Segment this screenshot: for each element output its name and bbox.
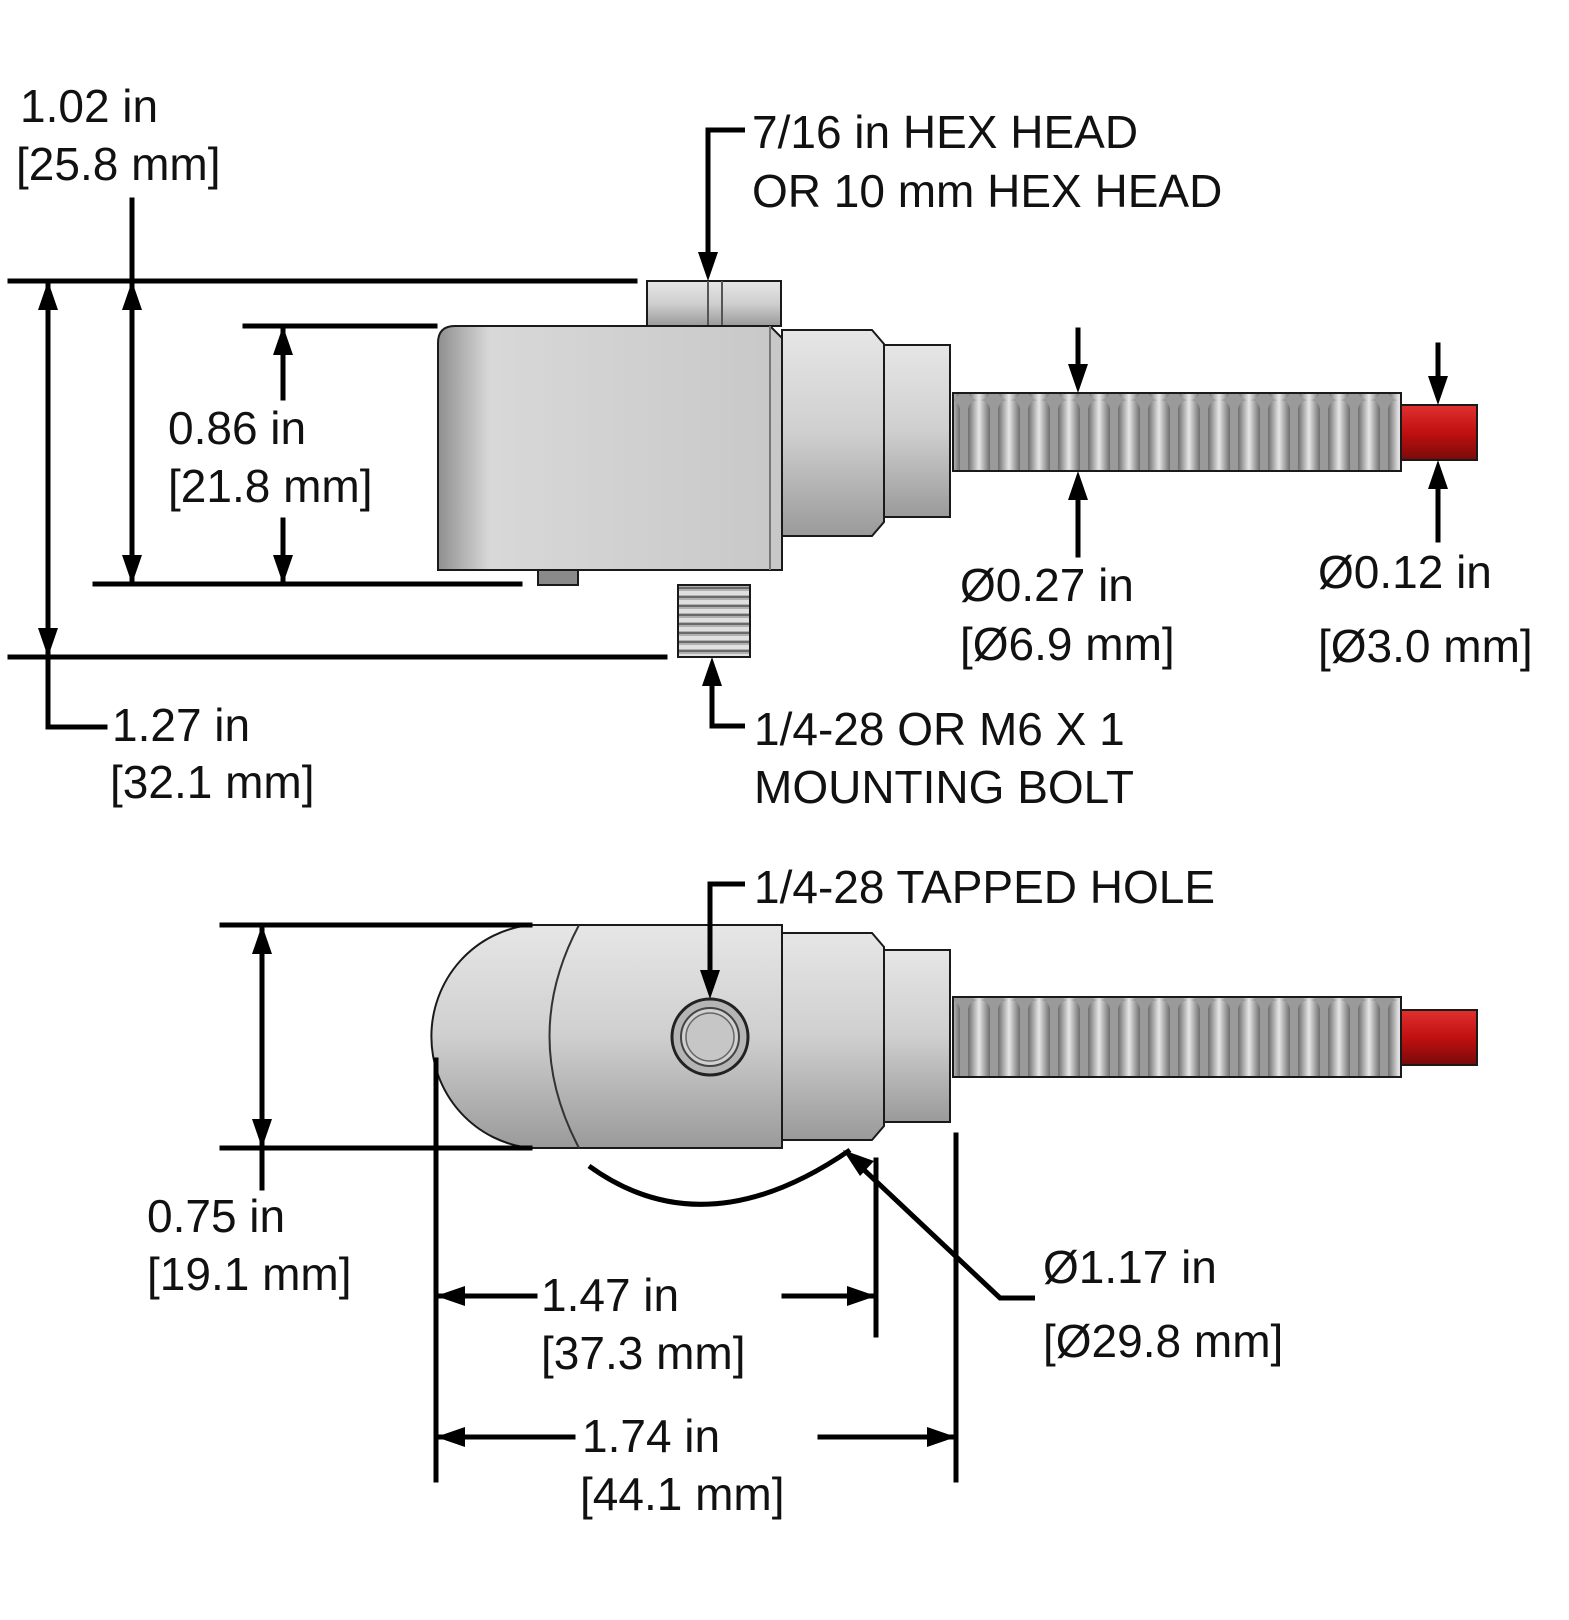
sensor-body-top [430,924,783,1149]
cable-diameter-in: Ø0.12 in [1318,546,1492,598]
connector-collar-top [883,949,951,1123]
armor-cable [952,392,1402,472]
cable-diameter-mm: [Ø3.0 mm] [1318,620,1533,672]
body-height-in: 0.86 in [168,402,306,454]
total-height-mm: [25.8 mm] [16,138,221,190]
mounting-bolt-label-1: 1/4-28 OR M6 X 1 [754,703,1125,755]
connector-housing-top [781,932,885,1141]
mounting-bolt [677,584,751,658]
width-mm: [19.1 mm] [147,1248,352,1300]
total-height-in: 1.02 in [20,80,158,132]
overall-height-mm: [32.1 mm] [110,756,315,808]
red-cable [1400,404,1478,461]
armor-cable-top [952,996,1402,1078]
hex-head-label-1: 7/16 in HEX HEAD [752,106,1138,158]
length-short-mm: [37.3 mm] [541,1327,746,1379]
side-view [437,280,1478,658]
connector-housing [781,329,885,537]
annotations: 1.02 in [25.8 mm] 7/16 in HEX HEAD OR 10… [16,80,1533,1520]
red-cable-top [1400,1009,1478,1066]
armor-diameter-in: Ø0.27 in [960,559,1134,611]
top-view-dimensions [219,881,1035,1483]
tapped-hole-label: 1/4-28 TAPPED HOLE [754,861,1215,913]
hex-head-label-2: OR 10 mm HEX HEAD [752,165,1222,217]
connector-collar [883,344,951,518]
body-height-mm: [21.8 mm] [168,460,373,512]
sensor-body [437,325,783,571]
length-short-in: 1.47 in [541,1269,679,1321]
length-long-mm: [44.1 mm] [580,1468,785,1520]
swing-diameter-in: Ø1.17 in [1043,1241,1217,1293]
mounting-foot [537,569,579,586]
top-view [430,924,1478,1207]
mounting-bolt-label-2: MOUNTING BOLT [754,761,1134,813]
side-view-dimensions [7,127,1448,730]
overall-height-in: 1.27 in [112,699,250,751]
swing-diameter-mm: [Ø29.8 mm] [1043,1315,1283,1367]
armor-diameter-mm: [Ø6.9 mm] [960,618,1175,670]
hex-head [646,280,782,327]
length-long-in: 1.74 in [582,1410,720,1462]
swing-arc [587,1147,852,1207]
width-in: 0.75 in [147,1190,285,1242]
